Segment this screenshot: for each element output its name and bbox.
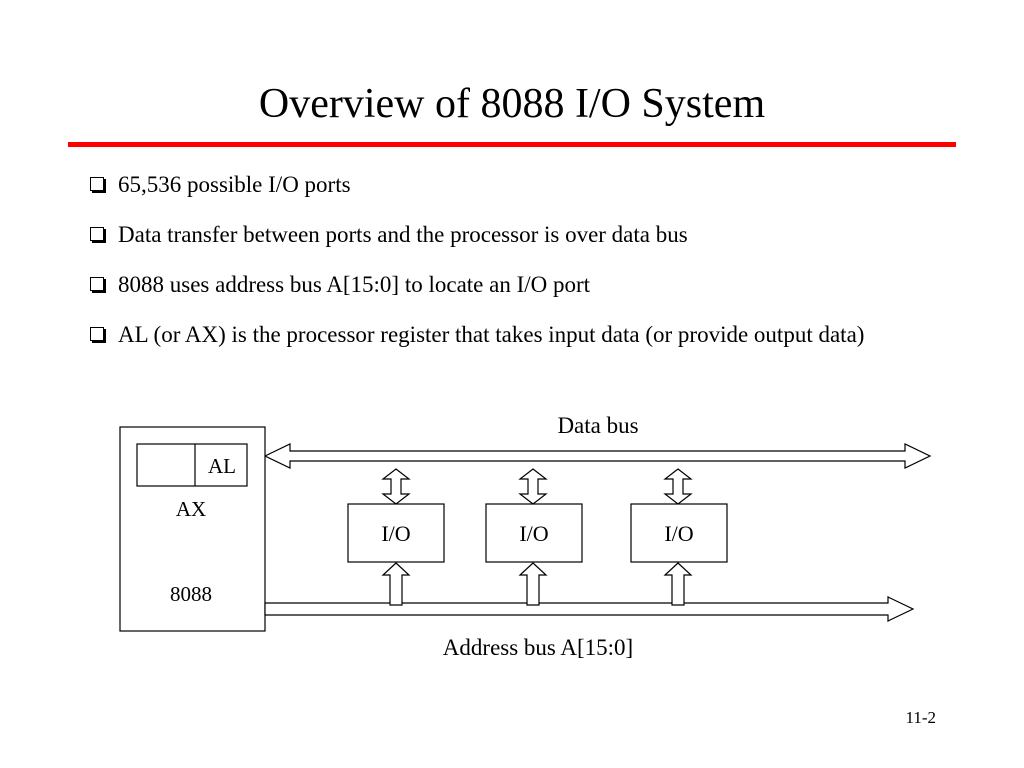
io-data-bus-connector [518, 468, 548, 505]
slide-title: Overview of 8088 I/O System [258, 81, 766, 127]
io-address-bus-connector [663, 562, 693, 606]
register-ax-box [136, 443, 248, 487]
register-ax-label: AX [176, 497, 206, 521]
io-port-label: I/O [519, 521, 548, 546]
title-underline [68, 142, 956, 147]
io-address-bus-connector [518, 562, 548, 606]
bullet-text: AL (or AX) is the processor register tha… [118, 322, 865, 347]
io-port-box [485, 503, 583, 563]
checkbox-bullet-icon [90, 227, 104, 241]
io-data-bus-connector [663, 468, 693, 505]
address-bus-arrow [264, 596, 915, 622]
bullet-text: 65,536 possible I/O ports [118, 172, 351, 197]
bullet-item: 65,536 possible I/O ports [90, 170, 950, 200]
register-al-label: AL [208, 454, 236, 478]
data-bus-label: Data bus [557, 413, 638, 438]
bullet-item: Data transfer between ports and the proc… [90, 220, 950, 250]
bullet-list: 65,536 possible I/O ports Data transfer … [90, 170, 950, 370]
checkbox-bullet-icon [90, 327, 104, 341]
io-system-diagram: Data bus AL AX 8088 I/O I/O I/O Address … [119, 413, 932, 660]
bullet-item: AL (or AX) is the processor register tha… [90, 320, 950, 350]
io-port-box [630, 503, 728, 563]
bullet-text: 8088 uses address bus A[15:0] to locate … [118, 272, 591, 297]
io-address-bus-connector [381, 562, 411, 606]
processor-label: 8088 [170, 582, 212, 606]
io-data-bus-connector [381, 468, 411, 505]
io-port-box [347, 503, 445, 563]
io-port-label: I/O [381, 521, 410, 546]
checkbox-bullet-icon [90, 177, 104, 191]
page-number: 11-2 [905, 708, 936, 727]
bullet-text: Data transfer between ports and the proc… [118, 222, 688, 247]
address-bus-label: Address bus A[15:0] [443, 635, 633, 660]
checkbox-bullet-icon [90, 277, 104, 291]
data-bus-arrow [263, 443, 932, 469]
io-port-label: I/O [664, 521, 693, 546]
bullet-item: 8088 uses address bus A[15:0] to locate … [90, 270, 950, 300]
